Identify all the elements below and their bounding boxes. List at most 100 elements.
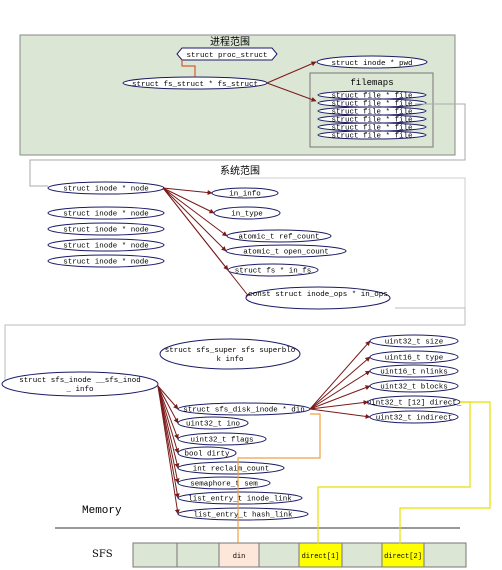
sfs-field-arrow: [157, 385, 179, 424]
sfs-field-label: list_entry_t hash_link: [193, 512, 293, 520]
disk-field-arrow: [309, 370, 371, 410]
fs-to-pwd-arrow: [266, 61, 317, 84]
system-inode[interactable]: struct inode * node: [47, 254, 165, 268]
system-inode[interactable]: struct inode * node: [47, 181, 165, 195]
system-inode[interactable]: struct inode * node: [47, 206, 165, 220]
inode-field-label: atomic_t open_count: [243, 249, 329, 257]
inode-field-label: struct fs * in_fs: [235, 268, 312, 276]
proc-struct-node[interactable]: struct proc_struct: [176, 47, 278, 61]
disk-field[interactable]: uint32_t blocks: [369, 379, 459, 393]
disk-inode-fields: uint32_t size uint16_t type uint16_t nlink…: [309, 334, 462, 424]
direct1-line: [317, 401, 471, 544]
sfs-block: [341, 542, 383, 568]
system-inode[interactable]: struct inode * node: [47, 238, 165, 252]
inode-field-arrow: [162, 187, 215, 214]
sfs-field-arrow: [157, 385, 180, 515]
sfs-field[interactable]: uint32_t ino: [177, 416, 249, 430]
inode-field[interactable]: atomic_t open_count: [225, 244, 347, 258]
system-inode-label: struct inode * node: [63, 186, 149, 194]
direct2-line: [399, 401, 491, 544]
sfs-field[interactable]: int reclaim_count: [177, 461, 285, 475]
system-inodes: struct inode * node struct inode * node st…: [47, 181, 165, 268]
inode-field-arrow: [162, 187, 213, 196]
disk-field-label: uint16_t nlinks: [380, 369, 448, 377]
inode-pwd-node[interactable]: [316, 55, 428, 69]
sfs-field-arrow: [157, 385, 179, 440]
disk-field-label: uint32_t [12] direct_: [367, 400, 462, 408]
disk-field-arrow: [309, 340, 371, 410]
inode-field-arrow: [162, 187, 228, 237]
sfs-inode-node[interactable]: [1, 371, 159, 397]
file-item-label: struct file * file: [331, 109, 412, 117]
disk-field[interactable]: uint32_t indirect: [369, 410, 459, 424]
inode-field-arrow: [162, 187, 227, 252]
sfs-field[interactable]: bool dirty: [177, 446, 237, 460]
filemaps-title: filemaps: [350, 78, 393, 88]
proc-struct-label: struct proc_struct: [186, 52, 267, 60]
inode-pwd-label: struct inode * pwd: [331, 60, 412, 68]
file-item-label: struct file * file: [331, 125, 412, 133]
disk-field[interactable]: uint32_t [12] direct_: [367, 395, 462, 409]
system-inode-label: struct inode * node: [63, 243, 149, 251]
file-item[interactable]: struct file * file: [317, 114, 427, 125]
sfs-inode-label: struct sfs_inode __sfs_inod_ info: [19, 377, 141, 394]
system-inode[interactable]: struct inode * node: [47, 222, 165, 236]
fs-to-filemaps-arrow: [266, 82, 317, 102]
system-scope-title: 系统范围: [220, 164, 260, 177]
inode-field[interactable]: in_info: [211, 187, 279, 199]
disk-field-label: uint32_t indirect: [376, 415, 453, 423]
file-item[interactable]: struct file * file: [317, 130, 427, 141]
sfs-field[interactable]: semaphore_t sem: [177, 476, 271, 490]
file-item-label: struct file * file: [331, 101, 412, 109]
sfs-field-label: int reclaim_count: [193, 466, 270, 474]
inode-field[interactable]: atomic_t ref_count: [226, 229, 332, 243]
system-inode-label: struct inode * node: [63, 227, 149, 235]
sfs-label: SFS: [92, 549, 113, 560]
sfs-field-arrow: [157, 385, 180, 454]
sfs-block: din: [218, 542, 260, 568]
disk-field-arrow: [309, 385, 371, 410]
sfs-field-label: struct sfs_disk_inode * din: [183, 407, 305, 415]
sfs-field-arrow: [157, 385, 179, 410]
disk-field-label: uint32_t size: [385, 339, 444, 347]
fs-struct-label: struct fs_struct * fs_struct: [132, 81, 258, 89]
din-to-disk-line: [237, 413, 321, 544]
sfs-field-label: semaphore_t sem: [190, 481, 258, 489]
file-item-label: struct file * file: [331, 133, 412, 141]
sfs-block: [176, 542, 220, 568]
proc-to-fs-link: [181, 60, 196, 77]
superblock-node[interactable]: [159, 338, 301, 370]
sfs-field[interactable]: list_entry_t inode_link: [177, 491, 303, 505]
inode-field[interactable]: struct fs * in_fs: [227, 263, 319, 277]
sfs-field-label: list_entry_t inode_link: [188, 496, 292, 504]
sfs-field[interactable]: uint32_t flags: [177, 432, 267, 446]
sfs-block: direct[2]: [381, 542, 425, 568]
disk-field[interactable]: uint32_t size: [369, 334, 459, 348]
sfs-block-label: din: [233, 553, 246, 561]
disk-field-label: uint16_t type: [385, 355, 444, 363]
inode-field[interactable]: const struct inode_ops * in_ops: [245, 286, 391, 310]
disk-field[interactable]: uint16_t nlinks: [369, 364, 459, 378]
sfs-block-label: direct[2]: [384, 553, 422, 561]
file-item-label: struct file * file: [331, 117, 412, 125]
process-scope-title: 进程范围: [210, 35, 250, 48]
system-inode-fields: in_info in_type atomic_t ref_count atomic_t…: [162, 187, 391, 310]
inode-field[interactable]: in_type: [213, 206, 281, 220]
disk-field-arrow: [309, 400, 369, 410]
inode-field-label: atomic_t ref_count: [238, 234, 319, 242]
sfs-field-label: uint32_t ino: [186, 421, 241, 429]
sfs-field[interactable]: list_entry_t hash_link: [177, 507, 309, 521]
file-to-inode-connector: [29, 103, 466, 187]
sfs-inode-fields: struct sfs_disk_inode * din uint32_t ino u…: [157, 385, 311, 521]
disk-field-arrow: [309, 408, 371, 419]
inode-field-label: const struct inode_ops * in_ops: [248, 291, 388, 299]
disk-field[interactable]: uint16_t type: [369, 350, 459, 364]
sfs-field[interactable]: struct sfs_disk_inode * din: [177, 402, 311, 416]
memory-label: Memory: [82, 505, 122, 517]
sfs-block: [258, 542, 300, 568]
file-item-label: struct file * file: [331, 93, 412, 101]
